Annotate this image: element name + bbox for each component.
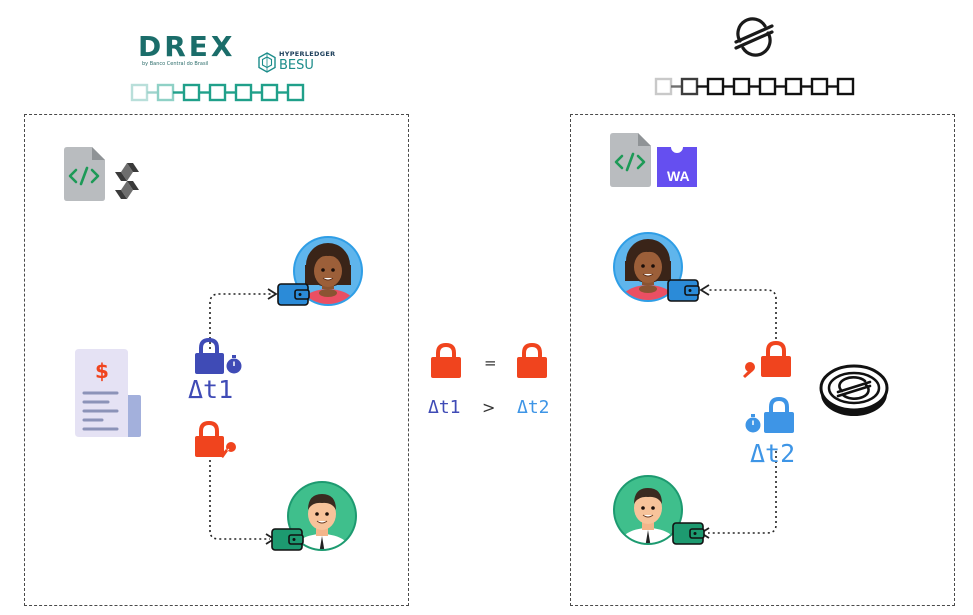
left-timelock-label: Δt1: [188, 375, 234, 404]
woman-avatar-right: [613, 232, 683, 302]
right-chain-panel: [570, 114, 955, 606]
right-timelock-label: Δt2: [750, 439, 796, 468]
center-red-lock-left: [431, 343, 461, 378]
woman-avatar-left: [293, 236, 363, 306]
timelock-lock-icon-right: [745, 396, 794, 433]
besu-icon: [258, 52, 276, 73]
drex-logo: DREX by Banco Central do Brasil: [138, 31, 250, 71]
center-greater-than: >: [482, 398, 496, 417]
drex-logo-subtitle: by Banco Central do Brasil: [142, 61, 209, 67]
center-left-delta: Δt1: [428, 397, 461, 418]
webassembly-logo: WA: [657, 147, 697, 187]
solidity-icon: [115, 163, 139, 199]
center-red-lock-right: [517, 343, 547, 378]
webassembly-icon: [657, 147, 697, 187]
wallet-blue-left: [277, 283, 310, 306]
man-avatar-right: [613, 475, 683, 545]
invoice-icon: $: [75, 349, 141, 437]
wallet-blue-right: [667, 279, 700, 302]
webassembly-label: WA: [667, 168, 690, 184]
left-blockchain-icon: [130, 83, 305, 102]
right-blockchain-icon: [654, 77, 855, 96]
hyperledger-besu-logo: HYPERLEDGER BESU: [258, 50, 338, 76]
center-right-delta: Δt2: [517, 397, 550, 418]
hashlock-lock-icon-right: [743, 340, 791, 378]
wallet-green-left: [271, 528, 304, 551]
code-file-icon-right: [610, 133, 651, 187]
code-file-icon: [64, 147, 105, 201]
hyperledger-label: HYPERLEDGER: [279, 50, 336, 58]
hashlock-lock-icon-left: [195, 420, 236, 458]
stellar-logo-icon: [734, 17, 774, 57]
center-equals-sign: =: [484, 354, 497, 372]
besu-label: BESU: [279, 58, 314, 73]
timelock-lock-icon-left: [195, 337, 242, 374]
stellar-coin-icon: [819, 364, 889, 416]
man-avatar-left: [287, 481, 357, 551]
left-chain-panel: [24, 114, 409, 606]
wallet-green-right: [672, 522, 705, 545]
invoice-dollar-symbol: $: [95, 359, 109, 383]
drex-logo-text: DREX: [138, 30, 236, 63]
